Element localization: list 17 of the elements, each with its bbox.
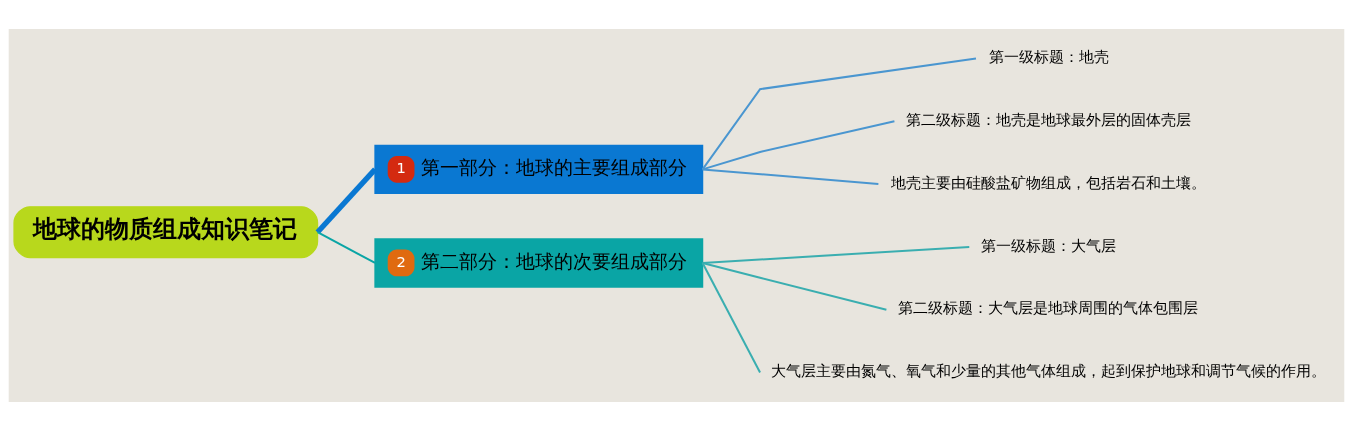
connector [702,167,879,185]
connector [702,119,895,170]
node-box: 1 第一部分：地球的主要组成部分 [374,144,704,194]
node-text: 第二级标题：地壳是地球最外层的固体壳层 [906,110,1192,128]
connector [701,56,977,170]
node-text: 第二级标题：大气层是地球周围的气体包围层 [898,299,1199,316]
node-text: 大气层主要由氮气、氧气和少量的其他气体组成，起到保护地球和调节气候的作用。 [770,361,1326,379]
connector [702,261,887,311]
connector [317,230,376,264]
connector [702,245,970,264]
node-text: 第一级标题：大气层 [981,236,1117,254]
node-box: 2 第二部分：地球的次要组成部分 [374,237,704,288]
connector [701,262,761,373]
node-text: 地壳主要由硅酸盐矿物组成，包括岩石和土壤。 [891,173,1207,191]
node-box: 地球的物质组成知识笔记 [13,205,319,258]
node-text: 第一级标题：地壳 [988,47,1109,65]
connector [315,167,377,234]
